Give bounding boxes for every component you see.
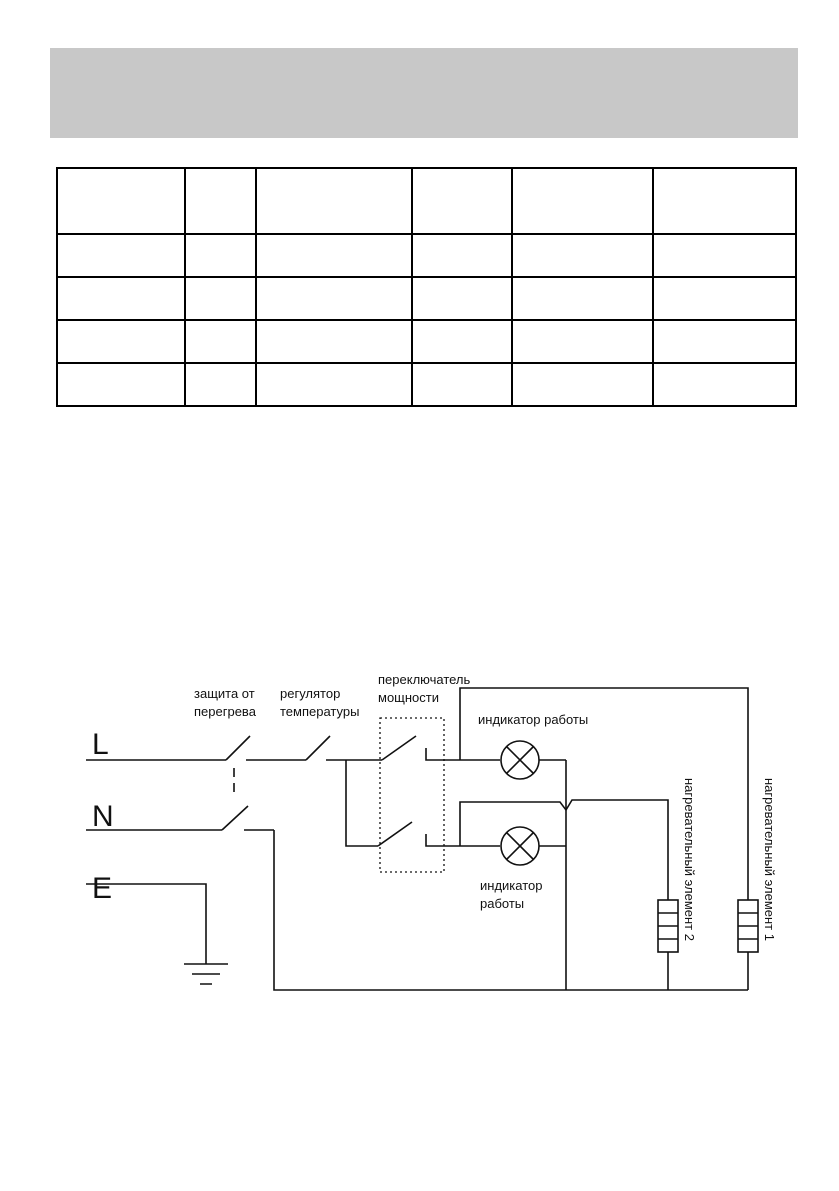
header-band [50, 48, 798, 138]
overheat-switch-n [221, 805, 249, 831]
label-thermo-2: температуры [280, 704, 359, 719]
table-cell [511, 233, 654, 278]
table-cell [184, 276, 257, 321]
wire-e [86, 883, 207, 964]
label-overheat-1: защита от [194, 686, 255, 701]
label-heater-2: нагревательный элемент 2 [682, 778, 697, 941]
overheat-switch-l [225, 735, 251, 761]
table-cell [255, 319, 413, 364]
label-neutral-n: N [92, 800, 114, 833]
table-row [56, 233, 797, 278]
power-switch-enclosure [379, 717, 445, 873]
wiring-diagram: L N E защита от перегрева регулятор темп… [86, 672, 777, 991]
table-cell [56, 167, 186, 235]
table-cell [411, 167, 513, 235]
table-header-row [56, 167, 797, 235]
table-cell [411, 319, 513, 364]
table-cell [184, 167, 257, 235]
table-cell [255, 167, 413, 235]
table-cell [56, 233, 186, 278]
label-switch-1: переключатель [378, 672, 471, 687]
table-row [56, 319, 797, 364]
table-cell [652, 233, 797, 278]
table-cell [411, 362, 513, 407]
label-line-l: L [92, 728, 109, 761]
label-earth-e: E [92, 872, 112, 905]
label-indicator-bottom-1: индикатор [480, 878, 542, 893]
table-cell [411, 276, 513, 321]
thermostat-switch [305, 735, 331, 761]
table-cell [652, 167, 797, 235]
label-overheat-2: перегрева [194, 704, 257, 719]
table-cell [255, 362, 413, 407]
table-row [56, 276, 797, 321]
label-switch-2: мощности [378, 690, 439, 705]
label-indicator-bottom-2: работы [480, 896, 524, 911]
ground-symbol [184, 963, 228, 985]
table-cell [184, 362, 257, 407]
table-cell [511, 276, 654, 321]
table-row [56, 362, 797, 407]
table-cell [652, 319, 797, 364]
table-cell [56, 362, 186, 407]
table-cell [184, 319, 257, 364]
power-switch-lower [377, 821, 413, 847]
power-switch-upper [381, 735, 417, 761]
table-cell [411, 233, 513, 278]
table-cell [652, 276, 797, 321]
table-cell [255, 233, 413, 278]
table-cell [511, 167, 654, 235]
table-cell [255, 276, 413, 321]
label-heater-1: нагревательный элемент 1 [762, 778, 777, 941]
table-cell [652, 362, 797, 407]
table-cell [56, 319, 186, 364]
label-thermo-1: регулятор [280, 686, 340, 701]
table-cell [511, 319, 654, 364]
table-cell [184, 233, 257, 278]
label-indicator-top: индикатор работы [478, 712, 588, 727]
table-cell [56, 276, 186, 321]
table-cell [511, 362, 654, 407]
spec-table [56, 167, 797, 407]
